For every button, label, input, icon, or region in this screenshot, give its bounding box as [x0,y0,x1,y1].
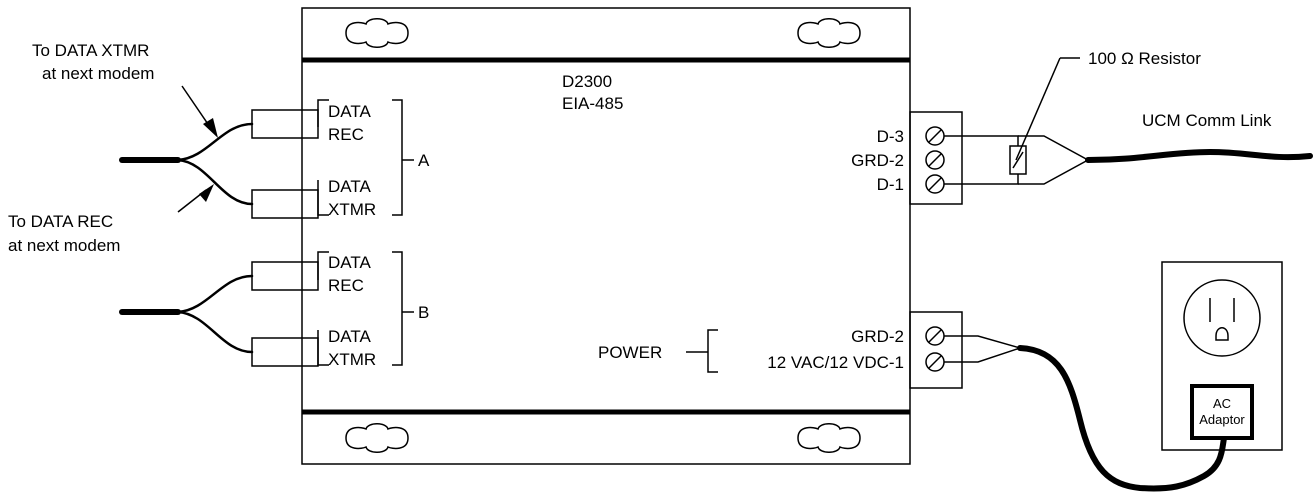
ac-adaptor [1190,384,1254,440]
terminal-d3: D-3 [877,127,904,146]
a-data-xtmr-2: XTMR [328,200,376,219]
resistor-label: 100 Ω Resistor [1088,49,1201,68]
power-cable [1017,345,1227,492]
b-data-rec-2: REC [328,276,364,295]
standard-label: EIA-485 [562,94,623,113]
model-label: D2300 [562,72,612,91]
power-terminal-block [909,311,963,389]
terminal-screw [925,352,945,372]
terminal-screw [925,326,945,346]
arrow-to-xtmr [181,85,218,138]
comm-terminal-block [909,111,963,205]
connector-b-rec [251,261,319,291]
power-12v: 12 VAC/12 VDC-1 [767,353,904,372]
power-grd2: GRD-2 [851,327,904,346]
port-a-label: A [418,151,430,170]
comm-link-label: UCM Comm Link [1142,111,1272,130]
resistor [944,57,1080,185]
to-rec-line-1: To DATA REC [8,212,113,231]
terminal-screw [925,174,945,194]
adaptor-line-2: Adaptor [1199,412,1245,427]
wire-a-xtmr [176,158,254,206]
b-data-rec-1: DATA [328,253,371,272]
wire-b-xtmr [176,310,254,354]
connector-a-rec [251,109,319,139]
port-a: DATA REC DATA XTMR A [119,99,430,219]
b-data-xtmr-2: XTMR [328,350,376,369]
a-data-rec-2: REC [328,125,364,144]
comm-link-wires [1018,135,1090,185]
mounting-hole [797,18,861,48]
port-b: DATA REC DATA XTMR B [119,251,429,369]
to-rec-line-2: at next modem [8,236,120,255]
arrow-to-rec [177,184,214,213]
a-data-rec-1: DATA [328,102,371,121]
connector-b-xtmr [251,337,319,367]
to-xtmr-line-1: To DATA XTMR [32,41,149,60]
connector-a-xtmr [251,189,319,219]
power-wires [944,335,1023,363]
mounting-hole [345,423,409,453]
wire-a-rec [176,122,254,162]
terminal-screw [925,126,945,146]
b-data-xtmr-1: DATA [328,327,371,346]
wire-b-rec [176,274,254,314]
wall-outlet: AC Adaptor [1161,261,1283,451]
mounting-hole [345,18,409,48]
mounting-hole [797,423,861,453]
a-data-xtmr-1: DATA [328,177,371,196]
terminal-screw [925,150,945,170]
power-label: POWER [598,343,662,362]
terminal-d1: D-1 [877,175,904,194]
adaptor-line-1: AC [1213,396,1231,411]
d2300-enclosure [301,7,911,465]
port-b-label: B [418,303,429,322]
power-bracket [707,329,718,373]
to-xtmr-line-2: at next modem [42,64,154,83]
outlet-socket [1183,279,1261,357]
comm-link-cable [1085,148,1313,163]
terminal-grd2: GRD-2 [851,151,904,170]
